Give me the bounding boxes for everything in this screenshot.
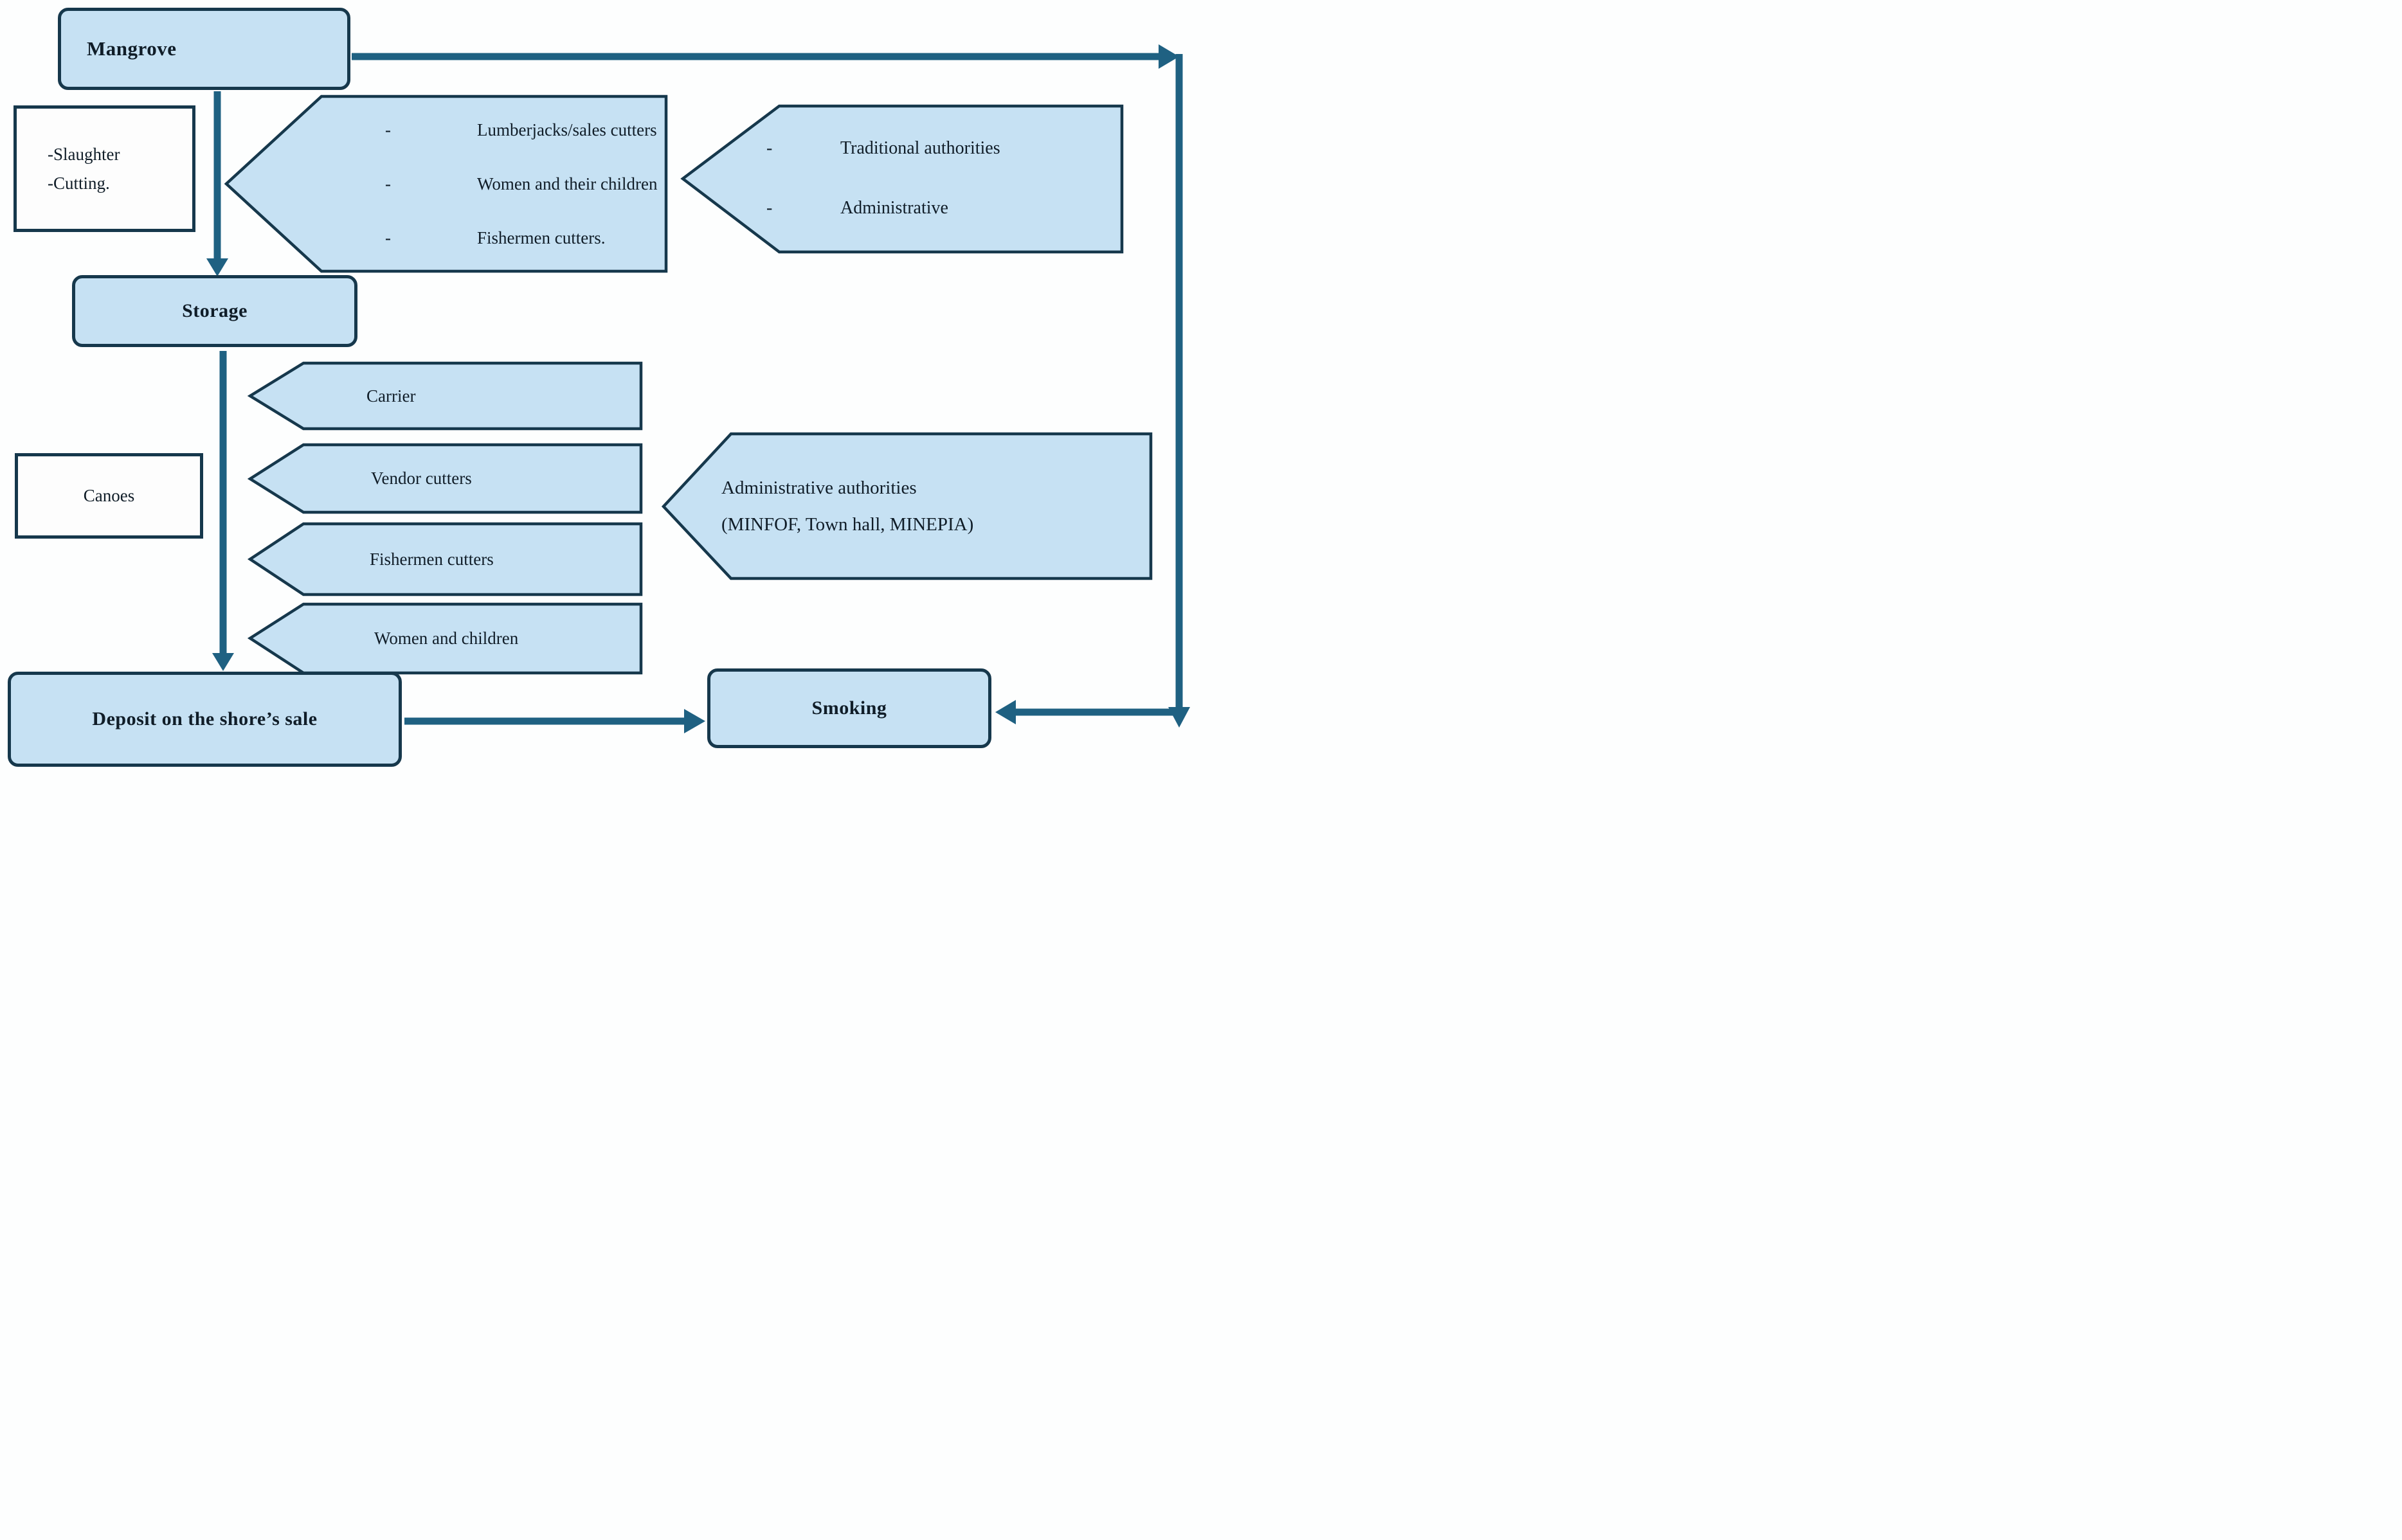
admin-authorities-line-1: Administrative authorities (721, 477, 917, 498)
carrier-pentagon (247, 361, 643, 431)
list-item: - Traditional authorities (683, 138, 1122, 159)
harvest-actors-list: - Lumberjacks/sales cutters - Women and … (226, 103, 666, 265)
canoes-label: Canoes (83, 486, 135, 505)
arrow-right-edge-to-smoking (995, 700, 1179, 724)
smoking-label: Smoking (811, 697, 887, 719)
deposit-label: Deposit on the shore’s sale (92, 708, 318, 730)
arrow-mangrove-to-right-edge (352, 44, 1179, 69)
vendor-cutters-pentagon (247, 443, 643, 514)
connector-layer (206, 44, 1190, 733)
admin-authorities-text: Administrative authorities (MINFOF, Town… (664, 434, 1151, 578)
authority-2: Administrative (840, 197, 948, 218)
arrow-mangrove-to-storage (206, 91, 228, 276)
fishermen-cutters-pentagon (247, 522, 643, 596)
arrow-storage-to-deposit (212, 351, 234, 671)
slaughter-line: -Slaughter (48, 144, 120, 164)
list-item: - Fishermen cutters. (226, 228, 666, 248)
vendor-cutters-label-wrap: Vendor cutters (303, 445, 638, 512)
mangrove-label: Mangrove (87, 37, 177, 60)
harvest-actor-2: Women and their children (477, 174, 658, 193)
arrow-right-edge-down (1168, 54, 1190, 728)
arrow-deposit-to-smoking (404, 709, 705, 733)
fishermen-cutters-label-wrap: Fishermen cutters (303, 524, 638, 595)
admin-authorities-pentagon (661, 432, 1153, 580)
admin-authorities-line-2: (MINFOF, Town hall, MINEPIA) (721, 514, 974, 535)
cutting-line: -Cutting. (48, 173, 110, 193)
fishermen-cutters-label: Fishermen cutters (370, 549, 494, 569)
women-children-label: Women and children (374, 629, 519, 648)
authorities-list: - Traditional authorities - Administrati… (683, 119, 1122, 238)
bullet-dash: - (385, 228, 391, 247)
storage-node: Storage (72, 275, 357, 347)
authority-1: Traditional authorities (840, 138, 1000, 159)
deposit-node: Deposit on the shore’s sale (8, 672, 402, 767)
carrier-label: Carrier (366, 386, 416, 406)
harvest-actor-3: Fishermen cutters. (477, 228, 606, 247)
mangrove-node: Mangrove (58, 8, 350, 90)
slaughter-cutting-node: -Slaughter -Cutting. (14, 105, 195, 232)
women-children-label-wrap: Women and children (303, 604, 638, 673)
flowchart-canvas: Mangrove -Slaughter -Cutting. Storage Ca… (0, 0, 1201, 770)
bullet-dash: - (766, 197, 773, 218)
list-item: - Administrative (683, 198, 1122, 219)
harvest-actors-pentagon (224, 94, 668, 273)
authorities-pentagon (680, 104, 1124, 254)
bullet-dash: - (766, 138, 773, 159)
women-children-pentagon (247, 602, 643, 675)
storage-label: Storage (182, 300, 248, 321)
vendor-cutters-label: Vendor cutters (371, 469, 472, 488)
canoes-node: Canoes (15, 453, 203, 539)
smoking-node: Smoking (707, 668, 991, 748)
bullet-dash: - (385, 174, 391, 193)
list-item: - Women and their children (226, 174, 666, 194)
bullet-dash: - (385, 120, 391, 139)
harvest-actor-1: Lumberjacks/sales cutters (477, 120, 657, 139)
list-item: - Lumberjacks/sales cutters (226, 120, 666, 140)
carrier-label-wrap: Carrier (303, 363, 638, 429)
